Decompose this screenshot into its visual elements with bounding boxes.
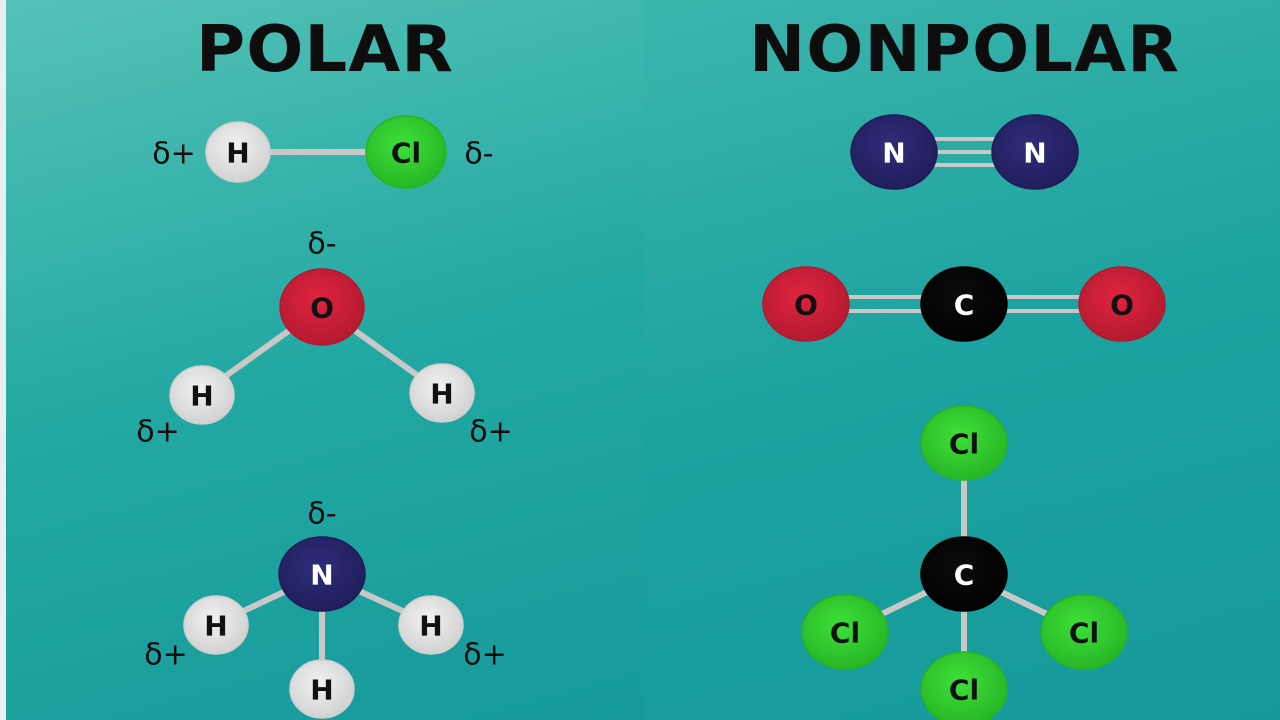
charge-hydrogen-right: δ+ xyxy=(469,415,513,450)
charge-hydrogen-right: δ+ xyxy=(463,638,507,673)
atom-hydrogen: H xyxy=(205,121,271,183)
atom-symbol: N xyxy=(1023,137,1046,170)
atom-body xyxy=(1040,594,1128,670)
charge-hydrogen-left: δ+ xyxy=(144,638,188,673)
atom-carbon: C xyxy=(920,536,1008,612)
atom-body xyxy=(289,659,355,719)
atom-symbol: Cl xyxy=(1069,617,1099,650)
molecule-water: O H H δ- δ+ δ+ xyxy=(136,227,513,450)
atom-body xyxy=(920,536,1008,612)
atom-body xyxy=(279,268,365,346)
atom-symbol: O xyxy=(794,289,818,322)
charge-hydrogen-left: δ+ xyxy=(136,415,180,450)
molecule-ammonia: N H H H δ- δ+ δ+ xyxy=(144,497,507,719)
atom-symbol: O xyxy=(1110,289,1134,322)
atom-hydrogen-right: H xyxy=(398,595,464,655)
atom-body xyxy=(850,114,938,190)
atom-nitrogen-left: N xyxy=(850,114,938,190)
nonpolar-heading: NONPOLAR xyxy=(749,13,1180,87)
atom-body xyxy=(1078,266,1166,342)
atom-oxygen-right: O xyxy=(1078,266,1166,342)
atom-chlorine-bottom: Cl xyxy=(920,651,1008,720)
atom-symbol: N xyxy=(882,137,905,170)
atom-body xyxy=(991,114,1079,190)
atom-body xyxy=(183,595,249,655)
charge-oxygen: δ- xyxy=(307,227,336,262)
atom-hydrogen-left: H xyxy=(183,595,249,655)
charge-partial-positive: δ+ xyxy=(152,137,196,172)
atom-body xyxy=(409,363,475,423)
atom-symbol: H xyxy=(430,378,453,411)
atom-symbol: C xyxy=(954,559,975,592)
atom-hydrogen-bottom: H xyxy=(289,659,355,719)
atom-nitrogen: N xyxy=(278,536,366,612)
atom-body xyxy=(398,595,464,655)
atom-symbol: H xyxy=(419,610,442,643)
atom-symbol: H xyxy=(310,674,333,707)
polar-heading: POLAR xyxy=(195,13,455,87)
molecule-carbon-tetrachloride: Cl C Cl Cl Cl xyxy=(801,405,1128,720)
atom-body xyxy=(920,405,1008,481)
atom-symbol: C xyxy=(954,289,975,322)
atom-hydrogen-right: H xyxy=(409,363,475,423)
atom-oxygen: O xyxy=(279,268,365,346)
atom-hydrogen-left: H xyxy=(169,365,235,425)
atom-body xyxy=(365,115,447,189)
atom-body xyxy=(762,266,850,342)
atom-body xyxy=(920,651,1008,720)
atom-symbol: N xyxy=(310,559,333,592)
atom-symbol: H xyxy=(190,380,213,413)
atom-chlorine-right: Cl xyxy=(1040,594,1128,670)
atom-body xyxy=(801,594,889,670)
atom-symbol: Cl xyxy=(949,674,979,707)
atom-oxygen-left: O xyxy=(762,266,850,342)
atom-symbol: Cl xyxy=(830,617,860,650)
atom-symbol: H xyxy=(204,610,227,643)
atom-body xyxy=(169,365,235,425)
frame-edge xyxy=(0,0,6,720)
charge-nitrogen: δ- xyxy=(307,497,336,532)
atom-symbol: Cl xyxy=(949,428,979,461)
atom-symbol: O xyxy=(310,292,334,325)
charge-partial-negative: δ- xyxy=(464,137,493,172)
atom-chlorine-left: Cl xyxy=(801,594,889,670)
atom-symbol: Cl xyxy=(391,137,421,170)
molecule-nitrogen: N N xyxy=(850,114,1079,190)
molecule-hcl: H Cl δ+ δ- xyxy=(152,115,494,189)
atom-carbon: C xyxy=(920,266,1008,342)
atom-chlorine-top: Cl xyxy=(920,405,1008,481)
atom-symbol: H xyxy=(226,137,249,170)
atom-body xyxy=(205,121,271,183)
atom-chlorine: Cl xyxy=(365,115,447,189)
atom-body xyxy=(278,536,366,612)
atom-body xyxy=(920,266,1008,342)
molecule-carbon-dioxide: O C O xyxy=(762,266,1166,342)
atom-nitrogen-right: N xyxy=(991,114,1079,190)
